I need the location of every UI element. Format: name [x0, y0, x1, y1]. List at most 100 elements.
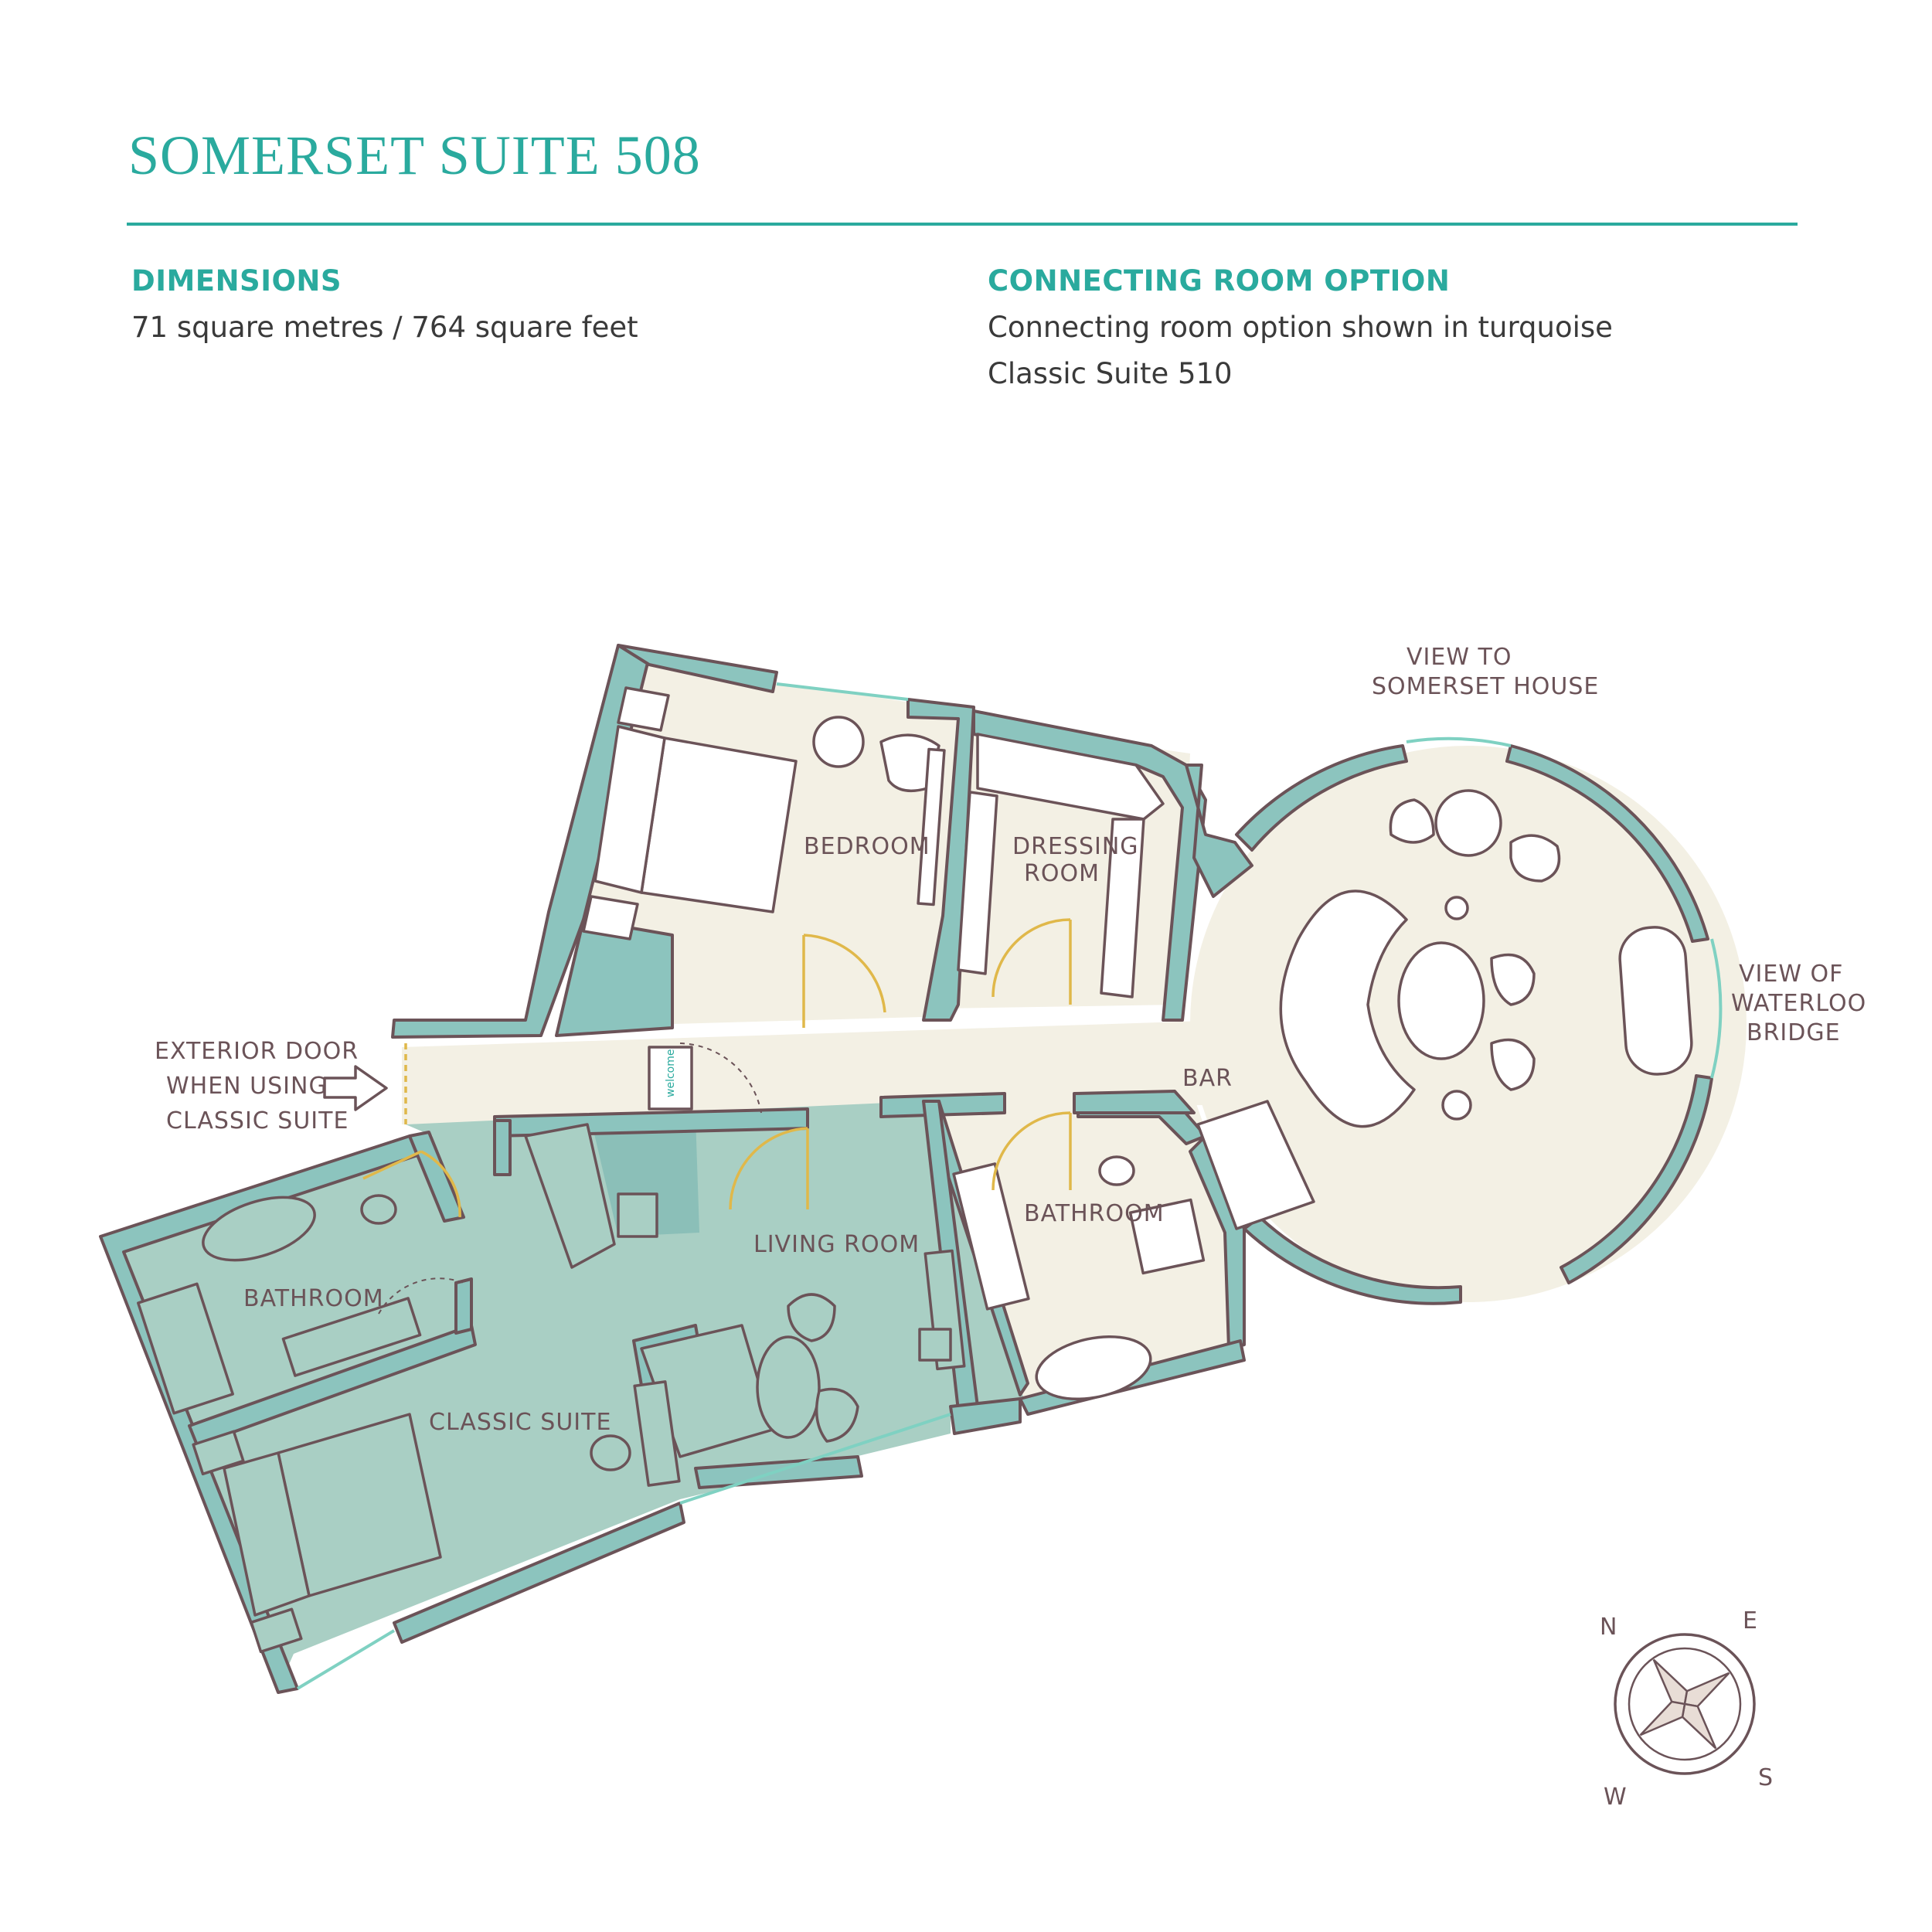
- main-bath-tub: [1035, 1335, 1152, 1401]
- lounge-chair-3: [1490, 953, 1536, 1006]
- glazing-somerset: [1406, 736, 1512, 747]
- compass-ring-inner: [1628, 1647, 1742, 1761]
- door-bedroom: [802, 934, 886, 1028]
- lounge-chair-1: [1389, 798, 1435, 844]
- compass-rose-icon: N E S W: [1600, 1607, 1774, 1811]
- wall-classic-living-se: [949, 1397, 1022, 1435]
- classic-stool: [590, 1434, 631, 1471]
- bedroom-wardrobe: [917, 747, 946, 906]
- lounge-dining-table: [1434, 789, 1502, 857]
- compass-s: S: [1758, 1764, 1774, 1791]
- exterior-arrow-icon: [323, 1065, 388, 1111]
- furniture: [137, 686, 1693, 1654]
- glazing-waterloo: [1710, 938, 1723, 1079]
- lounge-stool-1: [1444, 896, 1469, 920]
- classic-desk-chair: [918, 1328, 952, 1362]
- wall-circle-ne: [1505, 744, 1709, 943]
- label-view-somerset-1: VIEW TO: [1406, 644, 1512, 671]
- classic-bath-shower: [137, 1282, 234, 1415]
- connecting-line-2: Classic Suite 510: [988, 357, 1233, 390]
- classic-chair-2: [815, 1387, 859, 1443]
- door-main-bath: [992, 1111, 1072, 1191]
- compass-star: [1639, 1658, 1730, 1750]
- lounge-chair-4: [1490, 1038, 1536, 1091]
- title-divider: [127, 223, 1798, 226]
- label-view-waterloo-3: BRIDGE: [1747, 1019, 1841, 1046]
- bar-counter: [1196, 1100, 1315, 1230]
- label-welcome-mat: welcome: [665, 1049, 677, 1097]
- dimensions-value: 71 square metres / 764 square feet: [131, 311, 638, 344]
- compass-w: W: [1604, 1784, 1628, 1811]
- compass-e: E: [1743, 1607, 1758, 1634]
- label-dressing-1: DRESSING: [1012, 833, 1139, 860]
- classic-bath-toilet: [360, 1194, 397, 1225]
- compass-ring-outer: [1614, 1633, 1756, 1775]
- wall-corridor-south-2: [879, 1092, 1006, 1118]
- door-classic-bath: [362, 1150, 461, 1218]
- connecting-line-1: Connecting room option shown in turquois…: [988, 311, 1613, 344]
- classic-nightstand-2: [250, 1607, 303, 1654]
- label-dressing-2: ROOM: [1024, 860, 1100, 887]
- door-classic-bath-arc: [378, 1277, 464, 1315]
- label-exterior-1: EXTERIOR DOOR: [155, 1038, 359, 1065]
- bedroom-armchair: [879, 733, 940, 793]
- door-dressing: [992, 918, 1072, 1005]
- label-bedroom: BEDROOM: [804, 833, 930, 860]
- wall-bedroom-north: [617, 644, 778, 693]
- bedroom-bed: [640, 736, 798, 913]
- wall-classic-bath-east: [454, 1277, 473, 1335]
- dressing-unit-north: [976, 733, 1165, 821]
- wall-classic-bath-inner: [408, 1131, 465, 1223]
- label-view-somerset-2: SOMERSET HOUSE: [1372, 673, 1599, 700]
- classic-bath-vanity: [281, 1297, 422, 1377]
- wall-bedroom-corner: [555, 918, 674, 1037]
- wall-neck-top: [1185, 764, 1253, 898]
- dressing-unit-west: [957, 791, 998, 975]
- main-bath-toilet: [1098, 1155, 1135, 1186]
- glazing-classic: [296, 1413, 951, 1690]
- classic-armchair-box: [617, 1192, 658, 1238]
- label-view-waterloo-2: WATERLOO: [1731, 990, 1866, 1017]
- welcome-mat: [648, 1046, 693, 1111]
- door-swings: [362, 918, 1072, 1315]
- classic-bath-tub: [202, 1196, 316, 1262]
- wall-classic-divider: [188, 1324, 477, 1447]
- label-bathroom-classic: BATHROOM: [243, 1285, 384, 1312]
- door-classic-living: [729, 1127, 809, 1210]
- main-bathroom-floor: [939, 1097, 1240, 1399]
- main-bath-basin: [1128, 1198, 1206, 1275]
- door-classic-entry: [679, 1043, 762, 1114]
- classic-coffee-table: [756, 1335, 821, 1439]
- label-bathroom-main: BATHROOM: [1024, 1200, 1165, 1227]
- connecting-heading: CONNECTING ROOM OPTION: [988, 264, 1451, 298]
- classic-chair-1: [787, 1293, 836, 1342]
- glazing-bedroom: [776, 682, 909, 701]
- dimensions-heading: DIMENSIONS: [131, 264, 342, 298]
- page-title: SOMERSET SUITE 508: [128, 124, 701, 186]
- wall-circle-se: [1560, 1074, 1713, 1284]
- lounge-stool-2: [1441, 1090, 1472, 1121]
- label-view-waterloo-1: VIEW OF: [1739, 961, 1843, 988]
- label-exterior-3: CLASSIC SUITE: [166, 1107, 349, 1134]
- label-living-room: LIVING ROOM: [753, 1231, 920, 1258]
- glazing: [296, 682, 1723, 1690]
- classic-sofa: [524, 1123, 616, 1269]
- wall-bar: [1073, 1090, 1196, 1114]
- wall-classic-living-1: [493, 1119, 512, 1176]
- room-labels: BEDROOM DRESSING ROOM VIEW TO SOMERSET H…: [155, 644, 1866, 1436]
- compass-n: N: [1600, 1614, 1617, 1641]
- bedroom-nightstand-1: [617, 686, 670, 732]
- bedroom-headboard: [594, 725, 666, 894]
- label-bar: BAR: [1182, 1065, 1233, 1092]
- wall-classic-south: [393, 1502, 685, 1644]
- lounge-sofa: [1279, 889, 1416, 1128]
- bedroom-side-table: [812, 716, 865, 768]
- classic-headboard: [223, 1451, 311, 1617]
- lounge-daybed: [1618, 926, 1693, 1076]
- lounge-chair-2: [1509, 834, 1561, 883]
- classic-console: [633, 1380, 681, 1487]
- bedroom-nightstand-2: [582, 895, 639, 940]
- wall-circle-north: [1235, 744, 1408, 852]
- label-exterior-2: WHEN USING: [166, 1073, 328, 1100]
